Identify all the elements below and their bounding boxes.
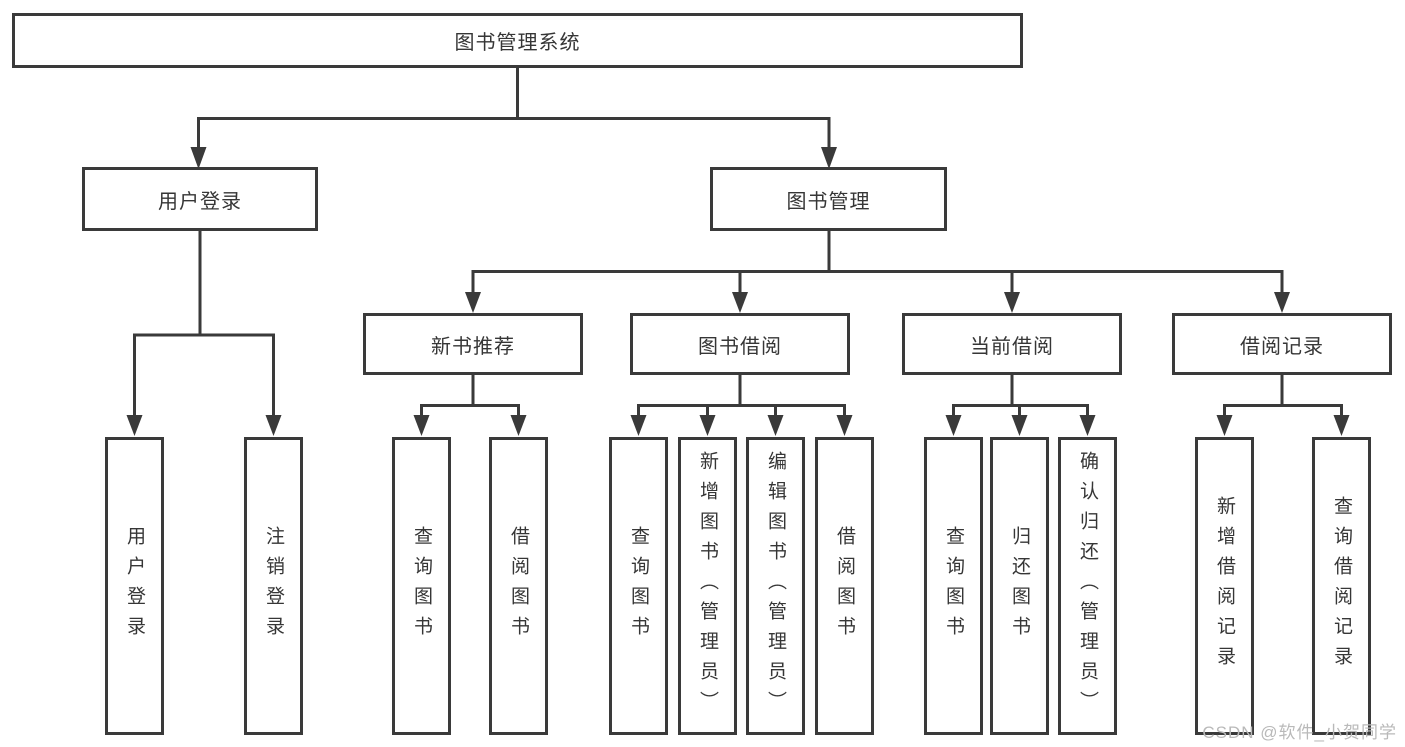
leaf-node-confirm-return-admin: 确认归还（管理员） [1058, 437, 1117, 735]
leaf-label: 编辑图书（管理员） [765, 451, 786, 721]
watermark: CSDN @软件_小贺同学 [1202, 723, 1397, 742]
node-user-login: 用户登录 [82, 167, 318, 231]
leaf-label: 新增借阅记录 [1214, 496, 1235, 676]
node-root: 图书管理系统 [12, 13, 1023, 68]
node-current-borrow-label: 当前借阅 [970, 335, 1054, 358]
leaf-label: 查询图书 [628, 526, 649, 646]
leaf-node-edit-books-admin: 编辑图书（管理员） [746, 437, 805, 735]
leaf-label: 查询图书 [411, 526, 432, 646]
node-current-borrow: 当前借阅 [902, 313, 1122, 375]
arrowhead [1274, 292, 1290, 313]
arrowhead [945, 415, 962, 436]
leaf-node-add-books-admin: 新增图书（管理员） [678, 437, 737, 735]
node-book-borrow: 图书借阅 [630, 313, 850, 375]
arrowhead [510, 415, 527, 436]
arrowhead [465, 292, 481, 313]
arrowhead [767, 415, 784, 436]
arrowhead [190, 147, 207, 169]
leaf-node-borrow-books: 借阅图书 [815, 437, 874, 735]
arrowhead [836, 415, 853, 436]
arrowhead [126, 415, 143, 436]
node-book-management-label: 图书管理 [786, 190, 871, 213]
node-root-label: 图书管理系统 [454, 32, 581, 54]
node-borrow-records: 借阅记录 [1172, 313, 1392, 375]
leaf-node-query-books-recommend: 查询图书 [392, 437, 451, 735]
node-borrow-records-label: 借阅记录 [1240, 335, 1324, 358]
leaf-label: 新增图书（管理员） [697, 451, 718, 721]
node-book-borrow-label: 图书借阅 [698, 335, 782, 358]
arrowhead [630, 415, 647, 436]
node-book-management: 图书管理 [710, 167, 947, 231]
leaf-node-query-books-current: 查询图书 [924, 437, 983, 735]
arrowhead [1079, 415, 1096, 436]
arrowhead [1333, 415, 1350, 436]
arrowhead [1216, 415, 1233, 436]
arrowhead [732, 292, 748, 313]
arrowhead [1011, 415, 1028, 436]
leaf-label: 注销登录 [263, 526, 284, 646]
leaf-node-query-borrow-record: 查询借阅记录 [1312, 437, 1371, 735]
leaf-label: 借阅图书 [508, 526, 529, 646]
leaf-node-logout: 注销登录 [244, 437, 303, 735]
leaf-node-borrow-books-recommend: 借阅图书 [489, 437, 548, 735]
arrowhead [699, 415, 716, 436]
leaf-node-query-books-borrow: 查询图书 [609, 437, 668, 735]
leaf-label: 归还图书 [1009, 526, 1030, 646]
node-new-book-recommend-label: 新书推荐 [431, 335, 515, 358]
leaf-label: 借阅图书 [834, 526, 855, 646]
arrowhead [265, 415, 282, 436]
leaf-label: 查询图书 [943, 526, 964, 646]
leaf-label: 用户登录 [124, 526, 145, 646]
leaf-label: 查询借阅记录 [1331, 496, 1352, 676]
arrowhead [1004, 292, 1020, 313]
node-new-book-recommend: 新书推荐 [363, 313, 583, 375]
arrowhead [821, 147, 837, 169]
leaf-node-user-login: 用户登录 [105, 437, 164, 735]
leaf-label: 确认归还（管理员） [1077, 451, 1098, 721]
arrowhead [413, 415, 430, 436]
leaf-node-return-books: 归还图书 [990, 437, 1049, 735]
node-user-login-label: 用户登录 [158, 190, 242, 213]
leaf-node-add-borrow-record: 新增借阅记录 [1195, 437, 1254, 735]
